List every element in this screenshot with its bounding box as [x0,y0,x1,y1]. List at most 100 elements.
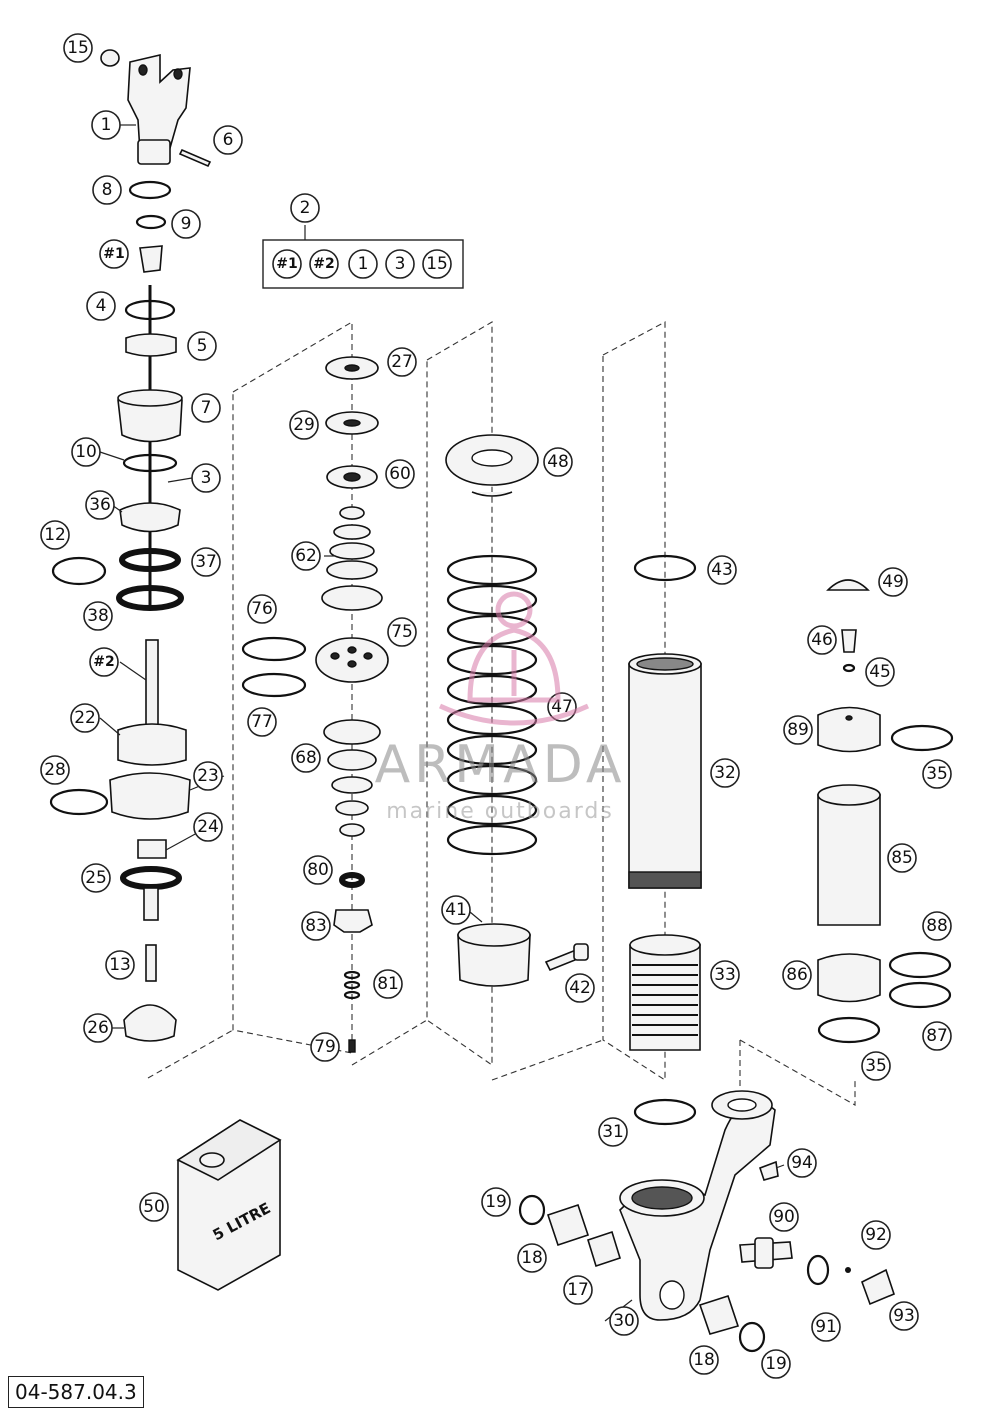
svg-text:4: 4 [96,296,107,316]
part-h1-bush [139,245,163,273]
callout-77: 77 [247,707,277,737]
svg-text:80: 80 [307,860,329,880]
svg-text:92: 92 [865,1225,887,1245]
svg-text:19: 19 [485,1192,507,1212]
callout-30: 30 [609,1306,639,1336]
svg-text:91: 91 [815,1317,837,1337]
svg-text:9: 9 [181,214,192,234]
column-damper-rod [49,49,212,1042]
part-23-housing [109,772,191,820]
svg-text:41: 41 [445,900,467,920]
part-87-ring [888,981,952,1009]
svg-text:19: 19 [765,1354,787,1374]
svg-text:24: 24 [197,817,219,837]
svg-text:36: 36 [89,495,111,515]
callout-6: 6 [213,125,243,155]
callout-36: 36 [85,490,115,520]
kit-box: 2 #1 #2 1 3 15 [262,193,464,289]
svg-text:35: 35 [926,764,948,784]
column-spring [445,434,589,987]
part-75-piston [315,637,389,683]
svg-text:62: 62 [295,546,317,566]
part-86-piston [817,953,881,1003]
part-91-ring [806,1254,830,1286]
callout-12: 12 [40,520,70,550]
callout-19-right: 19 [761,1349,791,1379]
callout-h1: #1 [99,239,129,269]
column-shims [241,356,389,1053]
svg-text:87: 87 [926,1026,948,1046]
svg-text:3: 3 [395,254,406,274]
callout-90: 90 [769,1202,799,1232]
callout-4: 4 [86,291,116,321]
part-18-bush-right [698,1294,740,1335]
callout-26: 26 [83,1013,113,1043]
part-22-body [117,723,187,766]
part-13-bolt [145,944,157,982]
part-43-circlip [633,554,697,582]
part-45-oring [842,663,856,673]
part-12-circlip [51,556,107,586]
callout-28: 28 [40,755,70,785]
svg-text:18: 18 [693,1350,715,1370]
svg-text:32: 32 [714,763,736,783]
part-81-washers [343,990,361,1000]
callout-3: 3 [191,463,221,493]
svg-text:1: 1 [358,254,369,274]
part-37-ring [119,548,181,572]
callout-94: 94 [787,1148,817,1178]
svg-text:#2: #2 [93,654,114,670]
part-46-valve [841,629,857,653]
svg-text:28: 28 [44,760,66,780]
callout-24: 24 [193,812,223,842]
callout-88: 88 [922,911,952,941]
callout-8: 8 [92,175,122,205]
svg-text:8: 8 [102,180,113,200]
watermark: ARMADA marine outboards [375,591,621,824]
callout-22: 22 [70,703,100,733]
callout-37: 37 [191,547,221,577]
svg-text:15: 15 [426,254,448,274]
callout-23: 23 [193,761,223,791]
svg-text:85: 85 [891,848,913,868]
callout-92: 92 [861,1220,891,1250]
svg-text:#2: #2 [313,256,334,272]
svg-text:2: 2 [300,198,311,218]
callout-76: 76 [247,594,277,624]
callout-49: 49 [878,567,908,597]
callout-13: 13 [105,950,135,980]
callout-60: 60 [385,459,415,489]
callout-50: 50 [139,1192,169,1222]
svg-text:81: 81 [377,974,399,994]
watermark-logo-icon [438,591,590,726]
part-76-ring [241,636,307,662]
svg-text:48: 48 [547,452,569,472]
part-88-ring [888,951,952,979]
part-25-ring [120,866,182,890]
part-31-oring [633,1098,697,1126]
svg-text:27: 27 [391,352,413,372]
part-h2-rod [145,639,159,731]
callout-31: 31 [598,1117,628,1147]
callout-29: 29 [289,410,319,440]
part-94-plug [758,1160,779,1181]
svg-text:77: 77 [251,712,273,732]
svg-text:#1: #1 [103,246,124,262]
svg-text:26: 26 [87,1018,109,1038]
part-79-screw [348,1039,356,1053]
part-49-cap [826,579,870,591]
callout-35-bottom: 35 [861,1051,891,1081]
callout-62: 62 [291,541,321,571]
callout-45: 45 [865,657,895,687]
callout-27: 27 [387,347,417,377]
svg-text:33: 33 [714,965,736,985]
svg-text:89: 89 [787,720,809,740]
part-35-ring-bottom [817,1016,881,1044]
part-15-nut [100,49,120,67]
svg-text:17: 17 [567,1280,589,1300]
callout-7: 7 [191,393,221,423]
part-rod-lower [143,887,159,921]
callout-18-left: 18 [517,1243,547,1273]
svg-text:68: 68 [295,748,317,768]
kit-item-2: #2 [309,249,339,279]
